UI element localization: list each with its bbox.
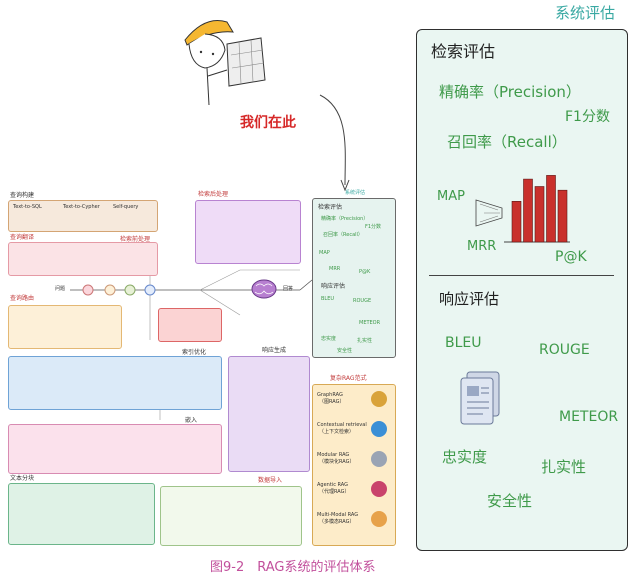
llm-brain-icon	[251, 279, 277, 299]
mini-faithfulness: 忠实度	[321, 336, 337, 342]
query-rewrite-box	[8, 242, 158, 276]
pk-label: P@K	[555, 249, 587, 265]
rag-paradigm-label: 复杂RAG范式	[330, 375, 367, 382]
mini-meteor: METEOR	[359, 320, 381, 326]
mini-bleu: BLEU	[321, 296, 335, 302]
evaluation-panel: 检索评估 精确率（Precision） F1分数 召回率（Recall） MAP…	[416, 29, 628, 551]
mini-f1: F1分数	[365, 224, 382, 230]
index-opt-label: 索引优化	[182, 349, 207, 356]
rag-type-icon	[371, 421, 387, 437]
panel-divider	[429, 275, 614, 276]
bleu-label: BLEU	[445, 335, 482, 351]
text-split-box	[8, 483, 155, 545]
rag-type-name: Modular RAG	[317, 452, 350, 458]
document-stack-icon	[460, 371, 500, 425]
rag-type-sub: （代理RAG）	[319, 489, 350, 495]
bar-2	[534, 186, 545, 243]
index-opt-box	[8, 356, 222, 410]
query-rewrite-label: 查询翻译	[10, 234, 35, 241]
query-route-label: 查询路由	[10, 295, 35, 302]
rag-type-name: Agentic RAG	[317, 482, 349, 488]
system-eval-tag: 系统评估	[555, 4, 616, 22]
rag-type-icon	[371, 511, 387, 527]
retrieval-bar-chart-icon	[475, 175, 570, 243]
mini-rouge: ROUGE	[353, 298, 372, 304]
answer-label: 回答	[283, 286, 294, 292]
rag-type-icon	[371, 481, 387, 497]
retrieval-eval-title: 检索评估	[431, 42, 496, 61]
mini-map: MAP	[319, 250, 330, 256]
retrieval-pre-label: 检索前处理	[120, 236, 151, 243]
map-label: MAP	[437, 189, 465, 204]
mini-eval-box: 系统评估 检索评估 精确率（Precision） F1分数 召回率（Recall…	[312, 191, 396, 358]
question-label: 问题	[55, 286, 66, 292]
mini-precision: 精确率（Precision）	[321, 216, 369, 222]
here-label: 我们在此	[240, 115, 296, 131]
retrieval-center-box	[158, 308, 222, 342]
pipeline-nodes-icon	[82, 284, 156, 296]
mrr-label: MRR	[467, 239, 497, 254]
bar-4	[557, 189, 568, 243]
embedding-label: 嵌入	[185, 417, 198, 424]
rag-type-icon	[371, 451, 387, 467]
gen-opt-label: 响应生成	[262, 347, 287, 354]
rag-type-name: Contextual retrieval	[317, 422, 367, 428]
generation-box	[228, 356, 310, 472]
bar-1	[523, 178, 533, 243]
rag-paradigm-box: GraphRAG（图RAG） Contextual retrieval（上下文检索…	[312, 384, 396, 546]
query-build-box: Text-to-SQL Text-to-Cypher Self-query	[8, 200, 158, 232]
mini-retrieval-title: 检索评估	[318, 204, 343, 211]
bar-0	[511, 200, 522, 243]
data-import-box	[160, 486, 302, 546]
mini-pk: P@K	[359, 269, 371, 275]
rouge-label: ROUGE	[539, 342, 590, 358]
query-build-label: 查询构建	[10, 192, 35, 199]
rag-type-sub: （多模态RAG）	[319, 519, 355, 525]
query-route-box	[8, 305, 122, 349]
f1-label: F1分数	[565, 109, 610, 125]
rag-type-icon	[371, 391, 387, 407]
rag-type-sub: （上下文检索）	[319, 429, 355, 435]
text-split-label: 文本分块	[10, 475, 35, 482]
mini-response-title: 响应评估	[321, 283, 346, 290]
mini-factuality: 扎实性	[357, 338, 373, 344]
mini-safety: 安全性	[337, 348, 353, 354]
faithfulness-label: 忠实度	[442, 448, 488, 466]
factuality-label: 扎实性	[541, 458, 587, 476]
funnel-icon	[475, 199, 503, 227]
data-import-label: 数据导入	[258, 477, 283, 484]
embedding-box	[8, 424, 222, 474]
meteor-label: METEOR	[559, 409, 619, 425]
precision-label: 精确率（Precision）	[439, 83, 581, 101]
mini-recall: 召回率（Recall）	[323, 232, 363, 238]
bar-3	[546, 175, 556, 243]
figure-caption: 图9-2 RAG系统的评估体系	[210, 560, 376, 575]
worker-figure-icon	[184, 20, 266, 106]
mini-eval-tag: 系统评估	[345, 190, 366, 196]
rag-type-sub: （图RAG）	[319, 399, 345, 405]
recall-label: 召回率（Recall）	[447, 133, 567, 151]
rag-type-name: Multi-Modal RAG	[317, 512, 359, 518]
retrieval-post-label: 检索后处理	[198, 191, 229, 198]
response-eval-title: 响应评估	[439, 290, 500, 308]
retrieval-post-box	[195, 200, 301, 264]
rag-type-name: GraphRAG	[317, 392, 343, 398]
mini-mrr: MRR	[329, 266, 341, 272]
rag-type-sub: （模块化RAG）	[319, 459, 355, 465]
safety-label: 安全性	[487, 492, 533, 510]
